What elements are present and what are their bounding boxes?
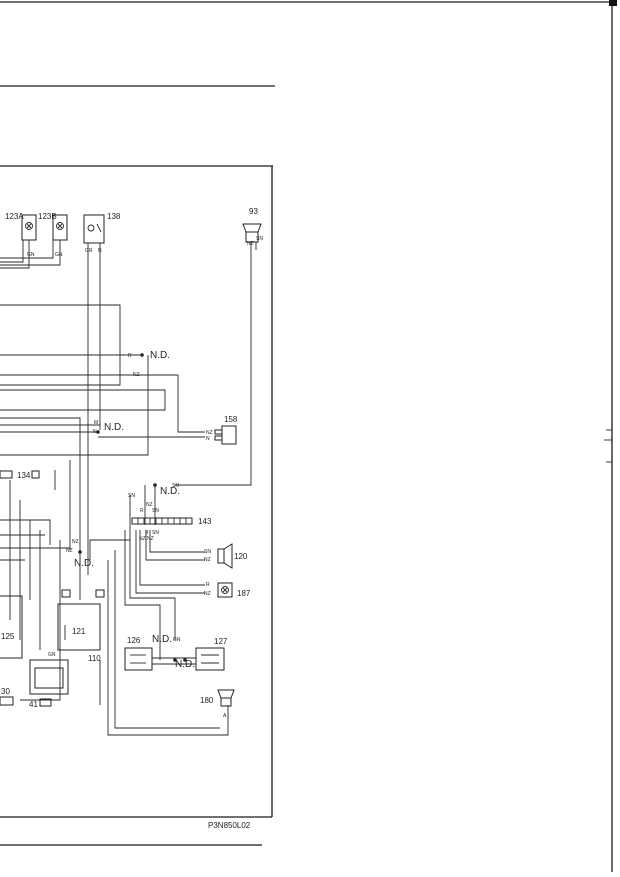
horn-93: 93 <box>242 207 262 243</box>
svg-text:NZ: NZ <box>139 536 146 542</box>
switch-41: 41 <box>29 659 69 709</box>
svg-text:NZ: NZ <box>72 539 79 545</box>
connector-30: 30 <box>0 687 14 706</box>
svg-text:180: 180 <box>200 696 214 705</box>
svg-text:134: 134 <box>17 471 31 480</box>
svg-text:A: A <box>223 713 227 719</box>
svg-text:N: N <box>93 429 97 435</box>
module-125: 125 <box>0 595 23 659</box>
connector-134: 134 <box>0 470 40 480</box>
svg-text:GN: GN <box>173 637 181 643</box>
svg-text:126: 126 <box>127 636 141 645</box>
relay-126: 126 <box>124 636 153 671</box>
svg-text:30: 30 <box>1 687 10 696</box>
svg-text:R: R <box>128 353 132 359</box>
svg-text:NZ: NZ <box>247 241 254 247</box>
connector-123b: 123B <box>38 212 68 241</box>
svg-text:NZ: NZ <box>206 430 213 436</box>
svg-text:187: 187 <box>237 589 251 598</box>
svg-text:GR: GR <box>85 248 93 254</box>
svg-text:SN: SN <box>128 493 135 499</box>
svg-text:NZ: NZ <box>146 502 153 508</box>
wire-codes: R NZ N M NZ N SN SN NZ R SN R SN NZ NZ N… <box>27 236 263 719</box>
svg-text:R: R <box>145 530 149 536</box>
svg-text:123A: 123A <box>5 212 24 221</box>
terminal-strip-143: 143 <box>131 517 212 526</box>
drawing-code: P3N850L02 <box>208 821 251 830</box>
lamp-187: 187 <box>217 582 251 598</box>
nd-label-a: N.D. <box>150 350 170 361</box>
svg-text:41: 41 <box>29 700 38 709</box>
module-121: 121 110 <box>57 589 105 663</box>
svg-text:SN: SN <box>172 483 179 489</box>
nd-label-c: N.D. <box>160 486 180 497</box>
speaker-180: 180 <box>200 689 235 707</box>
svg-text:NZ: NZ <box>147 536 154 542</box>
nd-label-d: N.D. <box>74 558 94 569</box>
svg-text:SN: SN <box>256 236 263 242</box>
junction-dots <box>78 353 187 662</box>
nd-label-f: N.D. <box>175 659 195 670</box>
svg-text:110: 110 <box>88 654 101 663</box>
svg-text:R: R <box>140 508 144 514</box>
wire-runs <box>0 240 257 736</box>
svg-text:NZ: NZ <box>204 557 211 563</box>
svg-text:NZ: NZ <box>204 591 211 597</box>
svg-text:93: 93 <box>249 207 258 216</box>
svg-text:NZ: NZ <box>133 372 140 378</box>
speaker-120: 120 <box>217 543 248 569</box>
svg-text:N: N <box>98 248 102 254</box>
svg-text:R: R <box>206 582 210 588</box>
svg-text:SN: SN <box>152 508 159 514</box>
connector-138: 138 <box>83 212 121 244</box>
svg-text:GN: GN <box>55 252 63 258</box>
svg-text:SN: SN <box>152 530 159 536</box>
svg-text:121: 121 <box>72 627 86 636</box>
connector-158: 158 <box>214 415 238 445</box>
svg-text:GN: GN <box>27 252 35 258</box>
svg-text:138: 138 <box>107 212 121 221</box>
svg-text:123B: 123B <box>38 212 57 221</box>
svg-text:127: 127 <box>214 637 228 646</box>
scan-edge-marks <box>604 429 612 463</box>
scan-corner-mark <box>609 0 617 6</box>
nd-label-e: N.D. <box>152 634 172 645</box>
svg-text:NZ: NZ <box>66 548 73 554</box>
svg-text:143: 143 <box>198 517 212 526</box>
svg-text:N: N <box>206 436 210 442</box>
nd-label-b: N.D. <box>104 422 124 433</box>
svg-text:158: 158 <box>224 415 238 424</box>
relay-127: 127 <box>195 637 228 671</box>
svg-text:SN: SN <box>204 549 211 555</box>
svg-text:120: 120 <box>234 552 248 561</box>
svg-text:125: 125 <box>1 632 15 641</box>
svg-text:GN: GN <box>48 652 56 658</box>
svg-text:M: M <box>94 420 98 426</box>
connector-123a: 123A <box>5 212 37 241</box>
